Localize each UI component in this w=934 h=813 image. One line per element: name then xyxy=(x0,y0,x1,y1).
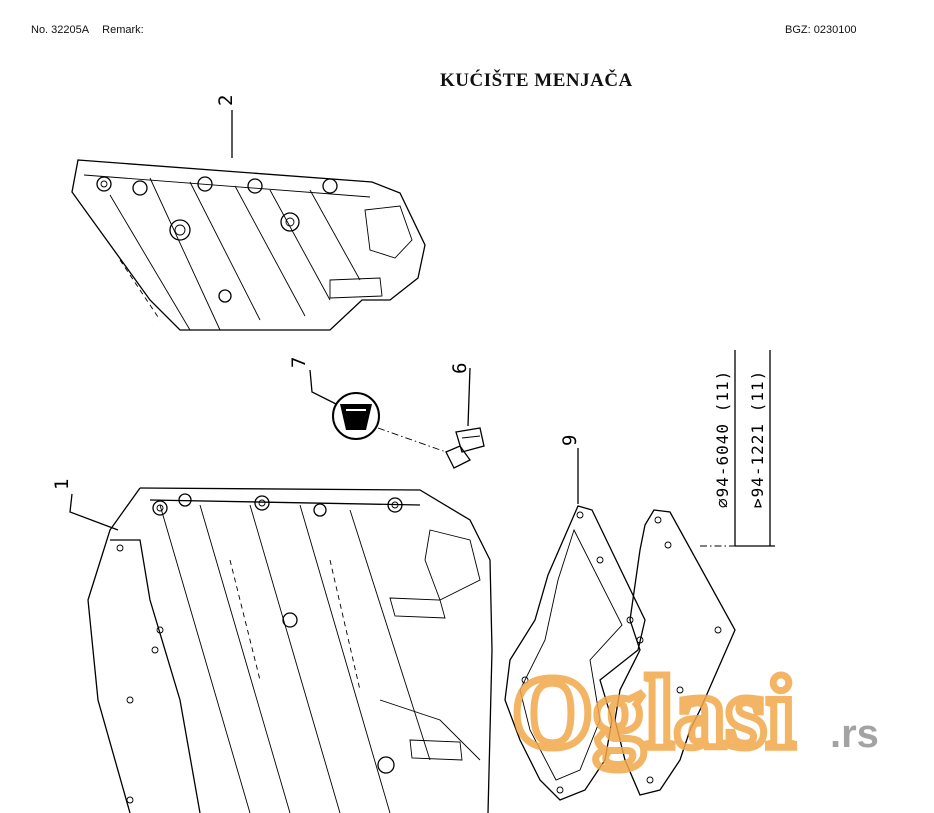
catalog-number: No. 32205A xyxy=(31,24,90,36)
part-2-upper-cover: 2 xyxy=(71,95,426,331)
watermark-main-text: Oglasi xyxy=(512,655,795,770)
bgz-code: BGZ: 0230100 xyxy=(785,24,857,36)
callout-2: 2 xyxy=(215,95,237,106)
reference-code-1: ⌀94-6040 (11) xyxy=(713,370,732,508)
callout-6: 6 xyxy=(449,363,471,374)
document-header-left: No. 32205A Remark: xyxy=(31,24,154,36)
callout-1: 1 xyxy=(51,479,73,490)
reference-code-2: ⊳94-1221 (11) xyxy=(748,370,767,508)
callout-7: 7 xyxy=(288,357,310,368)
callout-9: 9 xyxy=(559,435,581,446)
remark-label: Remark: xyxy=(102,24,144,36)
part-7-plug: 7 xyxy=(288,357,447,453)
watermark-tld-text: .rs xyxy=(830,712,879,756)
cover-plate xyxy=(614,509,736,796)
part-9-gasket: 9 xyxy=(504,435,646,801)
reference-codes: ⌀94-6040 (11) ⊳94-1221 (11) xyxy=(713,350,775,547)
part-6-bolt: 6 xyxy=(445,363,485,469)
page-title: KUĆIŠTE MENJAČA xyxy=(440,70,633,91)
oglasi-watermark-logo: Oglasi .rs xyxy=(512,655,879,774)
part-1-main-housing: 1 xyxy=(51,479,493,813)
